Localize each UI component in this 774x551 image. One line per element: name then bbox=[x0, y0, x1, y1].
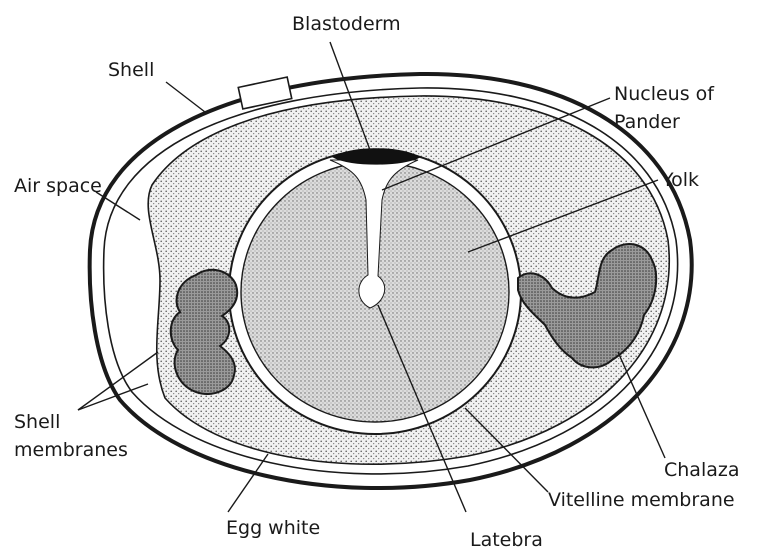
label-latebra: Latebra bbox=[470, 529, 543, 551]
label-shell-membranes-line1: Shell bbox=[14, 411, 60, 433]
label-blastoderm: Blastoderm bbox=[292, 13, 401, 35]
label-egg-white: Egg white bbox=[226, 517, 320, 539]
chalaza-left bbox=[171, 270, 238, 394]
label-air-space: Air space bbox=[14, 175, 102, 197]
label-shell: Shell bbox=[108, 59, 154, 81]
label-nucleus-of-pander-line1: Nucleus of bbox=[614, 83, 715, 105]
label-chalaza: Chalaza bbox=[664, 459, 740, 481]
label-shell-membranes-line2: membranes bbox=[14, 439, 128, 461]
label-yolk: Yolk bbox=[661, 169, 699, 191]
label-nucleus-of-pander-line2: Pander bbox=[614, 111, 680, 133]
leader-shell bbox=[166, 82, 205, 112]
label-vitelline-membrane: Vitelline membrane bbox=[548, 489, 735, 511]
